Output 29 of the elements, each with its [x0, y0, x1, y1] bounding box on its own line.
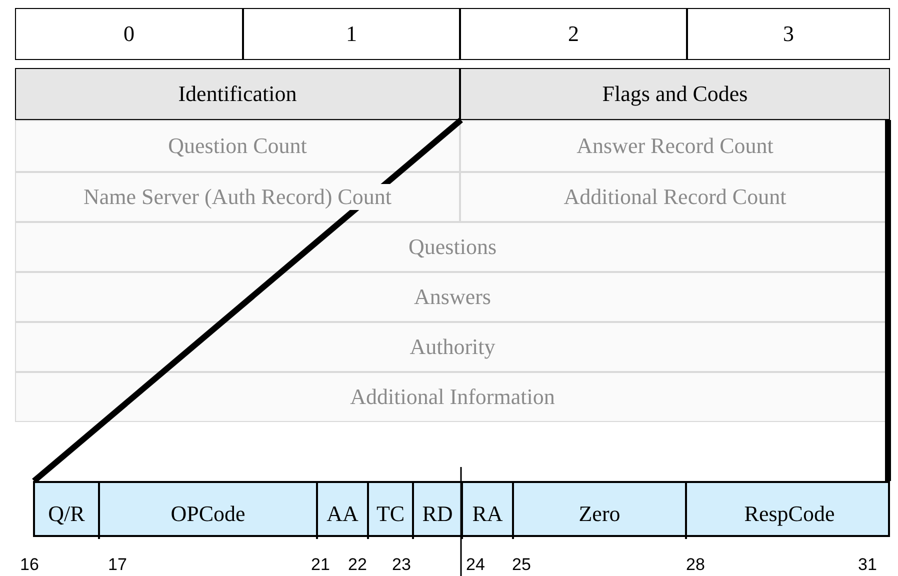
field-name: TC — [375, 501, 406, 527]
field-cell — [15, 172, 460, 222]
flags-bar — [33, 481, 890, 537]
field-name: Q/R — [47, 501, 86, 527]
field-name: RD — [421, 501, 454, 527]
field-cell — [460, 68, 890, 120]
bit-number: 17 — [108, 555, 127, 575]
field-name: OPCode — [170, 501, 246, 527]
bit-number: 23 — [392, 555, 411, 575]
bit-number: 28 — [686, 555, 705, 575]
bit-number: 24 — [466, 555, 485, 575]
field-name: AA — [326, 501, 360, 527]
bit-number: 21 — [311, 555, 330, 575]
leader-line — [885, 120, 891, 481]
byte-number-cell: 2 — [460, 8, 687, 60]
field-name: RespCode — [743, 501, 836, 527]
bit-number: 16 — [20, 555, 39, 575]
bit-number: 22 — [348, 555, 367, 575]
byte-number-cell: 1 — [243, 8, 460, 60]
byte-number-cell: 3 — [687, 8, 890, 60]
field-cell — [15, 68, 460, 120]
field-name: RA — [471, 501, 504, 527]
field-cell — [15, 120, 460, 172]
field-name: Name Server (Auth Record) Count — [82, 184, 394, 210]
field-name: Zero — [578, 501, 622, 527]
byte-number-cell: 0 — [15, 8, 243, 60]
bit-number: 25 — [512, 555, 531, 575]
bit-number: 31 — [858, 555, 877, 575]
leader-line — [32, 118, 463, 484]
